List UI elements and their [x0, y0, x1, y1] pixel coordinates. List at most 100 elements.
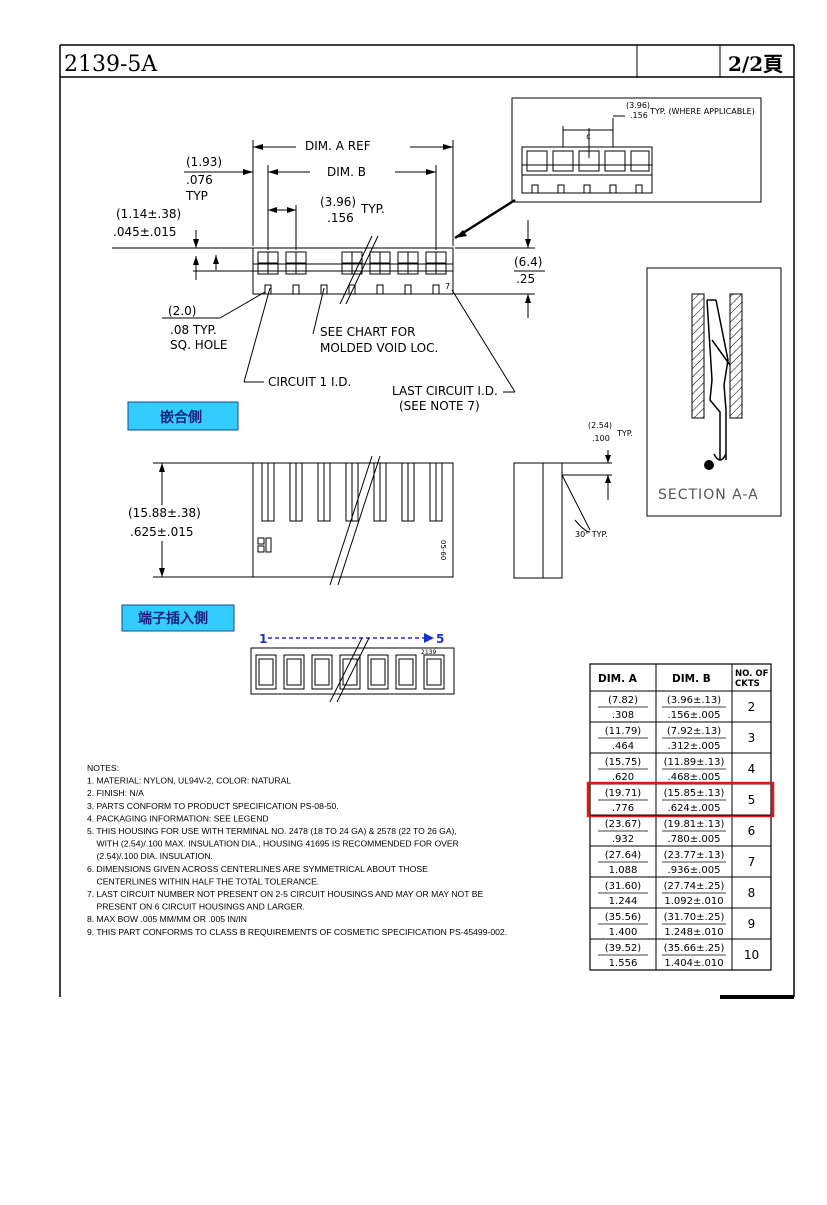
dim-a-ref-label: DIM. A REF	[305, 139, 371, 153]
dim-b-mm: (7.92±.13)	[667, 726, 721, 737]
dim-1588-in: .625±.015	[130, 525, 194, 539]
front-view	[153, 455, 454, 586]
ckts-value: 9	[748, 917, 756, 931]
circuit-1-label: CIRCUIT 1 I.D.	[268, 375, 351, 389]
dim-193-mm: (1.93)	[186, 155, 222, 169]
dim-b-in: .468±.005	[668, 772, 721, 783]
ckts-value: 3	[748, 731, 756, 745]
note-line: 4. PACKAGING INFORMATION: SEE LEGEND	[87, 813, 269, 823]
dim-a-mm: (19.71)	[605, 788, 642, 799]
dim-a-in: .464	[612, 741, 634, 752]
note-line: CENTERLINES WITHIN HALF THE TOTAL TOLERA…	[87, 876, 319, 886]
dim-20-note: SQ. HOLE	[170, 338, 227, 352]
section-a-a: SECTION A-A	[646, 267, 782, 517]
sheet-frame	[59, 44, 795, 999]
dim-a-in: 1.400	[609, 927, 638, 938]
dim-254-typ: TYP.	[616, 429, 633, 438]
note-line: WITH (2.54)/.100 MAX. INSULATION DIA., H…	[87, 839, 459, 849]
note-line: 8. MAX BOW .005 MM/MM OR .005 IN/IN	[87, 914, 247, 924]
insert-side-label: 端子插入側	[138, 610, 208, 627]
dim-64-in: .25	[516, 272, 535, 286]
last-circuit-line2: (SEE NOTE 7)	[399, 399, 480, 413]
centerline-mark: ¢	[586, 132, 591, 141]
inset-dim-in: .156	[630, 111, 648, 120]
inset-note: TYP. (WHERE APPLICABLE)	[649, 107, 755, 116]
dim-a-mm: (27.64)	[605, 850, 642, 861]
dim-396-typ: TYP.	[360, 202, 385, 216]
insert-side-tag	[121, 604, 235, 632]
direction-end: 5	[436, 632, 444, 646]
front-mark: 05-60	[439, 540, 447, 560]
see-chart-line2: MOLDED VOID LOC.	[320, 341, 438, 355]
dim-396-in: .156	[327, 211, 354, 225]
dim-b-in: .624±.005	[668, 803, 721, 814]
note-line: 2. FINISH: N/A	[87, 788, 144, 798]
angle-label: 30° TYP.	[575, 530, 608, 539]
notes-heading: NOTES:	[87, 763, 119, 773]
dim-254-in: .100	[592, 434, 610, 443]
last-circuit-line1: LAST CIRCUIT I.D.	[392, 384, 498, 398]
dim-b-mm: (27.74±.25)	[664, 881, 725, 892]
note-line: 6. DIMENSIONS GIVEN ACROSS CENTERLINES A…	[87, 864, 428, 874]
table-row: (7.82) .308 (3.96±.13) .156±.005 2	[598, 695, 755, 721]
section-label: SECTION A-A	[658, 487, 759, 503]
highlight-box	[586, 781, 775, 818]
note-line: (2.54)/.100 DIA. INSULATION.	[87, 851, 213, 861]
notes-block: NOTES:1. MATERIAL: NYLON, UL94V-2, COLOR…	[87, 763, 507, 937]
side-view	[513, 450, 612, 579]
dim-193-in: .076	[186, 173, 213, 187]
dim-a-mm: (15.75)	[605, 757, 642, 768]
ckts-value: 10	[744, 948, 759, 962]
top-view: DIM. A REF DIM. B (1.93) .076 TYP (3.96)…	[112, 139, 545, 413]
see-chart-line1: SEE CHART FOR	[320, 325, 416, 339]
dim-114-in: .045±.015	[113, 225, 177, 239]
dim-a-in: 1.556	[609, 958, 638, 969]
dim-114-mm: (1.14±.38)	[116, 207, 181, 221]
dim-a-in: 1.088	[609, 865, 638, 876]
dim-193-typ: TYP	[185, 189, 208, 203]
dim-a-mm: (23.67)	[605, 819, 642, 830]
note-line: 9. THIS PART CONFORMS TO CLASS B REQUIRE…	[87, 927, 507, 937]
table-header-no-of: NO. OF	[735, 669, 769, 679]
mating-side-tag	[127, 401, 239, 431]
inset-view: (3.96) .156 TYP. (WHERE APPLICABLE) ¢	[511, 97, 762, 203]
pin-mark: 7	[445, 282, 450, 291]
bottom-code: 2139	[421, 649, 436, 656]
dim-a-in: .620	[612, 772, 634, 783]
dim-396-mm: (3.96)	[320, 195, 356, 209]
note-line: PRESENT ON 6 CIRCUIT HOUSINGS AND LARGER…	[87, 902, 305, 912]
ckts-value: 7	[748, 855, 756, 869]
ckts-value: 2	[748, 700, 756, 714]
dim-a-mm: (39.52)	[605, 943, 642, 954]
dim-b-in: .156±.005	[668, 710, 721, 721]
dim-b-label: DIM. B	[327, 165, 366, 179]
dim-a-mm: (35.56)	[605, 912, 642, 923]
dim-b-mm: (3.96±.13)	[667, 695, 721, 706]
bottom-view: 1 5 2139	[250, 632, 455, 703]
ckts-value: 6	[748, 824, 756, 838]
part-number: 2139-5A	[64, 52, 158, 77]
dim-b-in: 1.092±.010	[664, 896, 723, 907]
dim-b-in: .312±.005	[668, 741, 721, 752]
dim-b-mm: (23.77±.13)	[664, 850, 725, 861]
top-pins	[264, 284, 440, 294]
dim-a-mm: (31.60)	[605, 881, 642, 892]
ckts-value: 4	[748, 762, 756, 776]
dim-a-in: .308	[612, 710, 634, 721]
note-line: 3. PARTS CONFORM TO PRODUCT SPECIFICATIO…	[87, 801, 339, 811]
dim-64-mm: (6.4)	[514, 255, 542, 269]
table-header-dim-a: DIM. A	[598, 673, 638, 685]
dim-a-mm: (7.82)	[608, 695, 638, 706]
dim-a-mm: (11.79)	[605, 726, 642, 737]
dim-20-mm: (2.0)	[168, 304, 196, 318]
dim-254-mm: (2.54)	[588, 421, 612, 430]
